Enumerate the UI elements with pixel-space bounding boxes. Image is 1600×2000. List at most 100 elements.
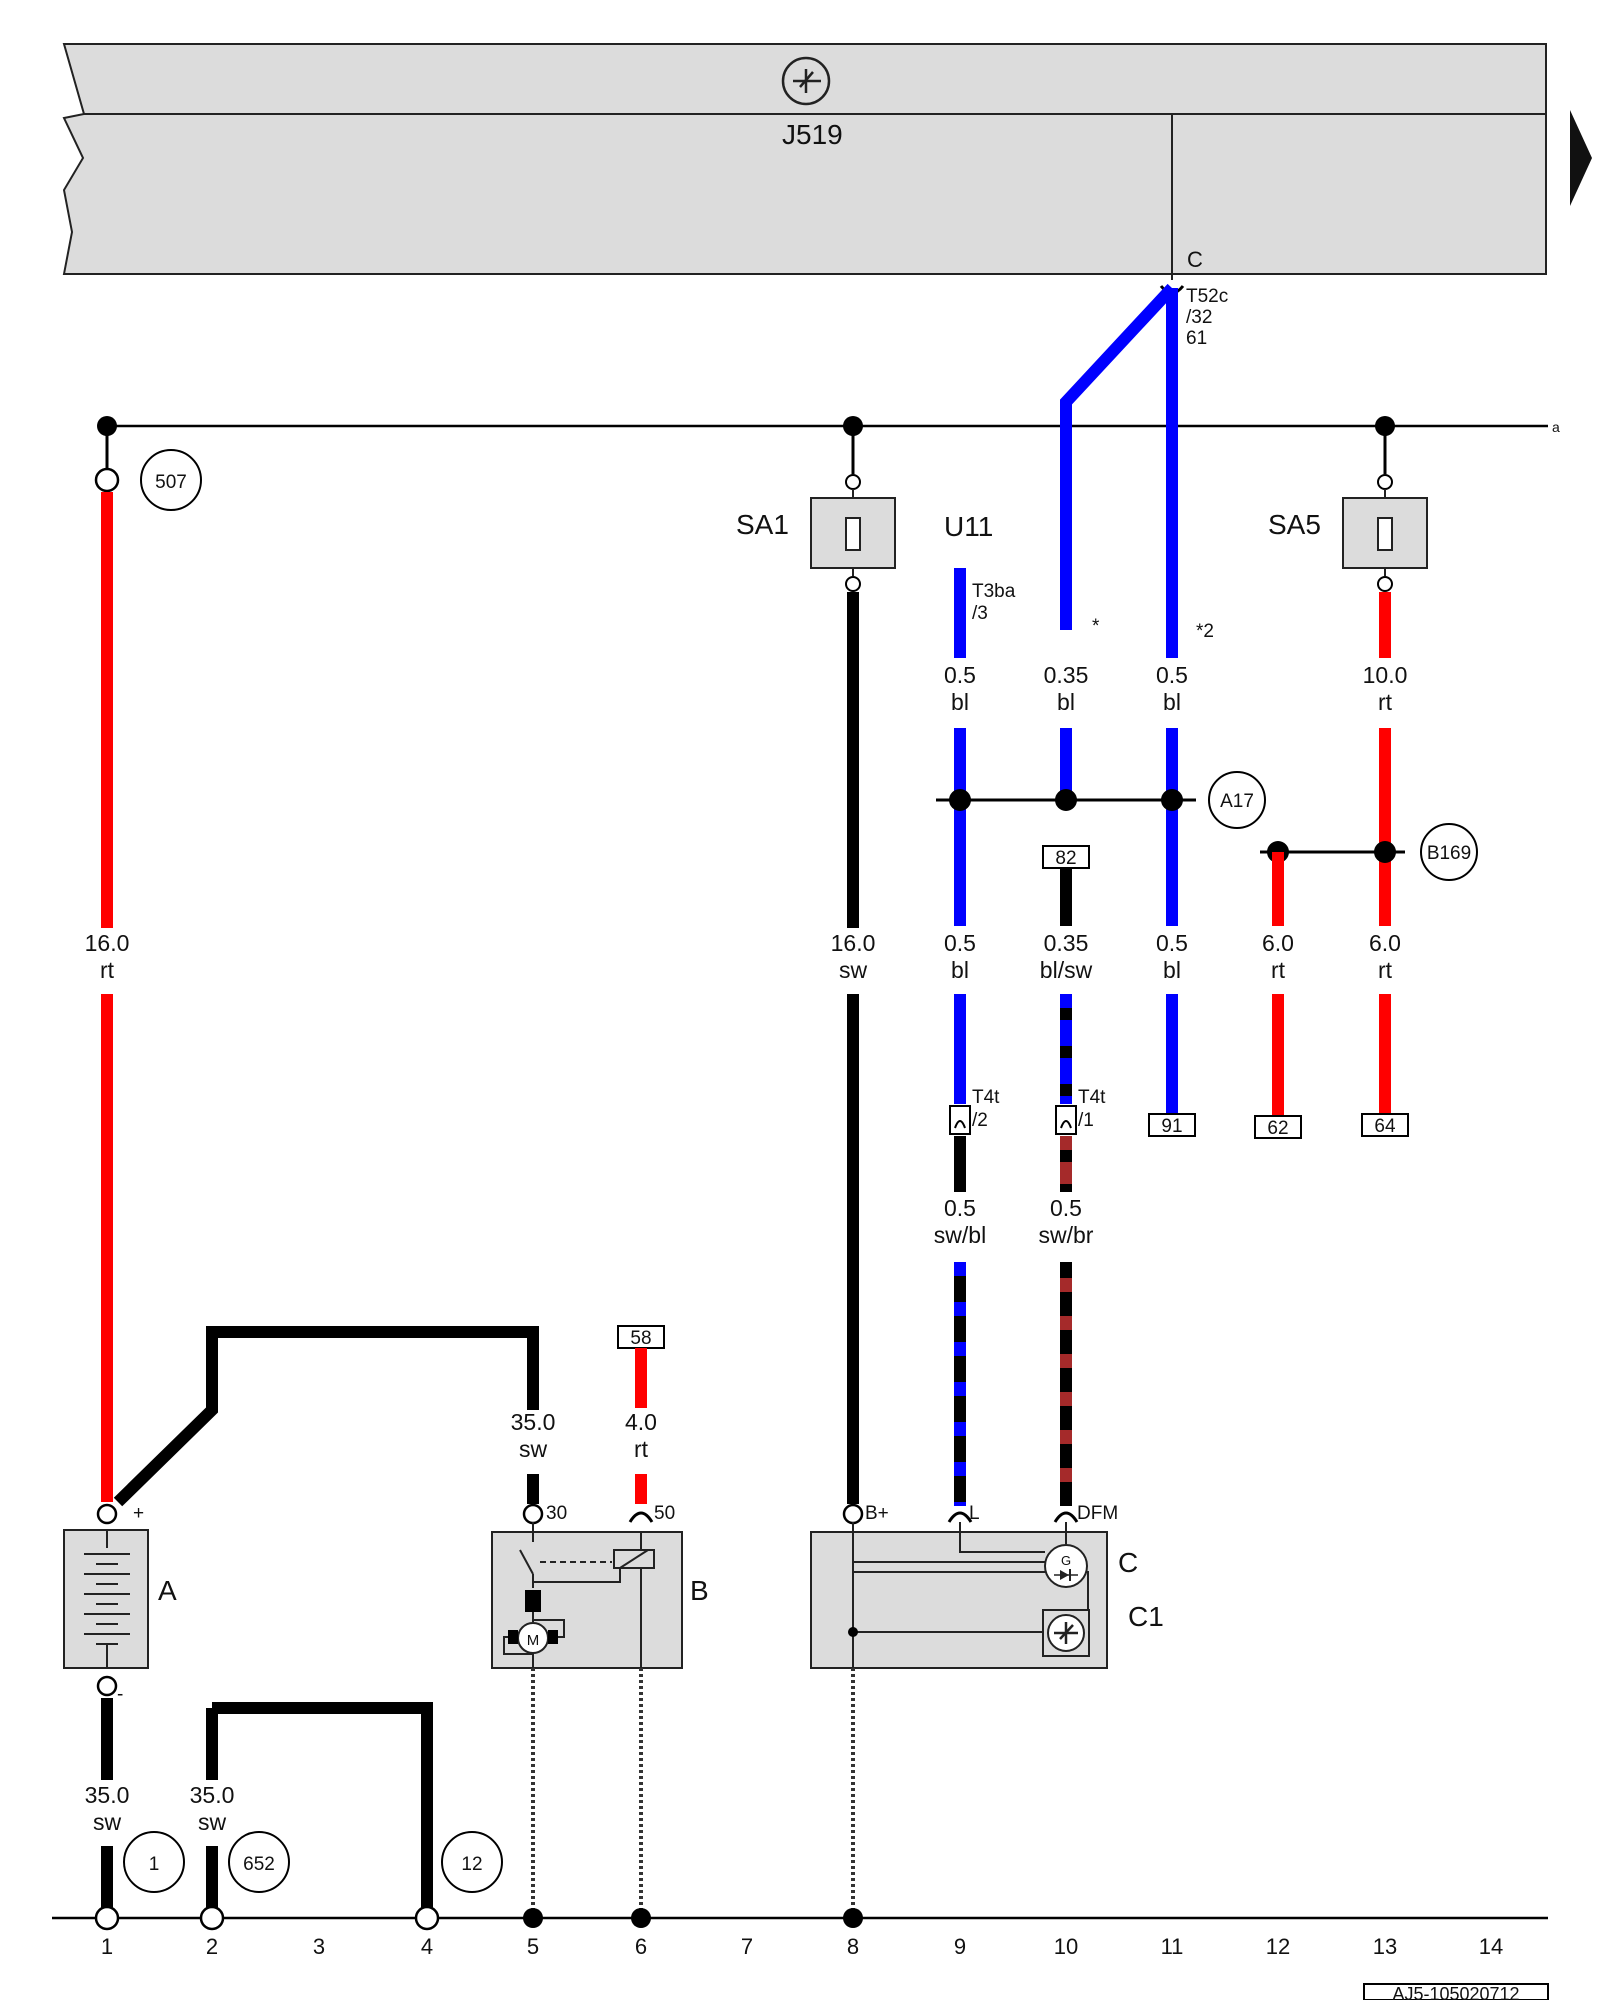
wire-size: 35.0 xyxy=(511,1409,556,1435)
junction-dot xyxy=(523,1908,543,1928)
regulator-icon xyxy=(1042,1609,1090,1657)
connector-t4t-2-pin: /2 xyxy=(972,1110,988,1131)
position-number: 5 xyxy=(527,1934,539,1959)
wire-color: sw/br xyxy=(1039,1222,1094,1248)
ref-64-label: 64 xyxy=(1374,1116,1396,1137)
junction-dot xyxy=(1374,841,1396,863)
continuation-arrow-icon xyxy=(1570,110,1592,206)
starter-label: B xyxy=(690,1575,709,1606)
u11-pin: /3 xyxy=(972,603,988,624)
fuse-sa5 xyxy=(1342,489,1428,592)
wire-color: sw xyxy=(93,1809,122,1835)
fuse-icon xyxy=(845,517,861,551)
connector-pin-c: C xyxy=(1187,247,1203,272)
wire-blue xyxy=(1060,283,1177,630)
connector-t52c-label: T52c xyxy=(1186,286,1228,307)
u11-connector: T3ba xyxy=(972,581,1016,602)
wire-color: sw xyxy=(519,1436,548,1462)
terminal xyxy=(94,467,120,493)
battery-minus-label: - xyxy=(117,1684,123,1705)
bus-ref-a: a xyxy=(1552,419,1560,435)
wire-color: bl xyxy=(1163,957,1181,983)
position-number: 8 xyxy=(847,1934,859,1959)
starter-b: 30 50 M B xyxy=(491,1503,709,1669)
wire-color: rt xyxy=(1378,957,1393,983)
starter-motor-icon: M xyxy=(503,1612,565,1668)
position-number: 1 xyxy=(101,1934,113,1959)
position-number: 13 xyxy=(1373,1934,1397,1959)
position-number: 3 xyxy=(313,1934,325,1959)
alternator-c: B+ L DFM G C C1 xyxy=(810,1503,1164,1669)
connection-b169-icon xyxy=(1420,823,1478,881)
ref-64-box xyxy=(1361,1113,1409,1137)
position-number: 9 xyxy=(954,1934,966,1959)
doc-id: AJ5-105020712 xyxy=(1392,1984,1519,2000)
starter-motor-label: M xyxy=(527,1632,540,1649)
connector-t52c-pins: /32 xyxy=(1186,307,1212,328)
wire-size: 16.0 xyxy=(85,930,130,956)
junction-dot xyxy=(1161,789,1183,811)
generator-icon: G xyxy=(1044,1544,1088,1588)
wire-color: rt xyxy=(1271,957,1286,983)
position-numbers: 1 2 3 4 5 6 7 8 9 10 11 12 13 14 xyxy=(101,1934,1503,1959)
starter-solenoid-icon xyxy=(525,1590,541,1612)
wire-size: 0.5 xyxy=(1156,930,1188,956)
regulator-label: C1 xyxy=(1128,1601,1164,1632)
battery-plus-label: + xyxy=(133,1503,144,1524)
connector-t4t-1-label: T4t xyxy=(1078,1087,1106,1108)
wire-size: 6.0 xyxy=(1262,930,1294,956)
wire-color: bl xyxy=(951,957,969,983)
fuse-sa1-label: SA1 xyxy=(736,509,789,540)
connection-1-label: 1 xyxy=(149,1854,160,1875)
wire-size: 0.5 xyxy=(944,1195,976,1221)
connection-1-icon xyxy=(123,1831,185,1893)
connector-t4t-2: T4t /2 xyxy=(949,1087,1000,1135)
fuse-sa5-label: SA5 xyxy=(1268,509,1321,540)
note-star: * xyxy=(1092,616,1100,637)
position-number: 10 xyxy=(1054,1934,1078,1959)
terminal xyxy=(199,1905,225,1931)
fuse-icon xyxy=(1377,517,1393,551)
connection-12-icon xyxy=(441,1831,503,1893)
wire-size: 0.5 xyxy=(1050,1195,1082,1221)
junction-dot xyxy=(949,789,971,811)
junction-dot xyxy=(631,1908,651,1928)
alternator-l-label: L xyxy=(969,1503,980,1524)
wire-color: sw xyxy=(839,957,868,983)
position-number: 11 xyxy=(1161,1934,1184,1959)
junction-dot xyxy=(1055,789,1077,811)
terminal xyxy=(845,474,861,490)
connector-t52c-pin-alt: 61 xyxy=(1186,328,1207,349)
terminal xyxy=(94,1905,120,1931)
position-number: 12 xyxy=(1266,1934,1290,1959)
starter-term-30: 30 xyxy=(546,1503,567,1524)
wire-color: rt xyxy=(634,1436,649,1462)
battery-a: + A - xyxy=(63,1503,177,1705)
alternator-dfm-label: DFM xyxy=(1077,1503,1118,1524)
starter-switch-icon xyxy=(519,1522,655,1668)
wire-size: 0.35 xyxy=(1044,662,1089,688)
position-number: 2 xyxy=(206,1934,218,1959)
position-number: 7 xyxy=(741,1934,753,1959)
wire-size: 6.0 xyxy=(1369,930,1401,956)
battery-label: A xyxy=(158,1575,177,1606)
starter-term-50: 50 xyxy=(654,1503,675,1524)
doc-id-box xyxy=(1363,1983,1549,2000)
wire-size: 10.0 xyxy=(1363,662,1408,688)
wire-size: 0.35 xyxy=(1044,930,1089,956)
wire-size: 0.5 xyxy=(1156,662,1188,688)
wire-color: rt xyxy=(100,957,115,983)
wire-size: 4.0 xyxy=(625,1409,657,1435)
connector-t4t-1-pin: /1 xyxy=(1078,1110,1094,1131)
battery-cells-icon xyxy=(84,1530,130,1668)
wire-color: bl xyxy=(951,689,969,715)
position-number: 6 xyxy=(635,1934,647,1959)
connector-t4t-2-label: T4t xyxy=(972,1087,1000,1108)
connection-507-label: 507 xyxy=(155,472,187,493)
terminal xyxy=(1377,474,1393,490)
wire-size: 0.5 xyxy=(944,662,976,688)
wire-black xyxy=(113,1326,539,1507)
control-unit-j519: J519 xyxy=(62,43,1592,280)
wire-color: bl/sw xyxy=(1040,957,1093,983)
